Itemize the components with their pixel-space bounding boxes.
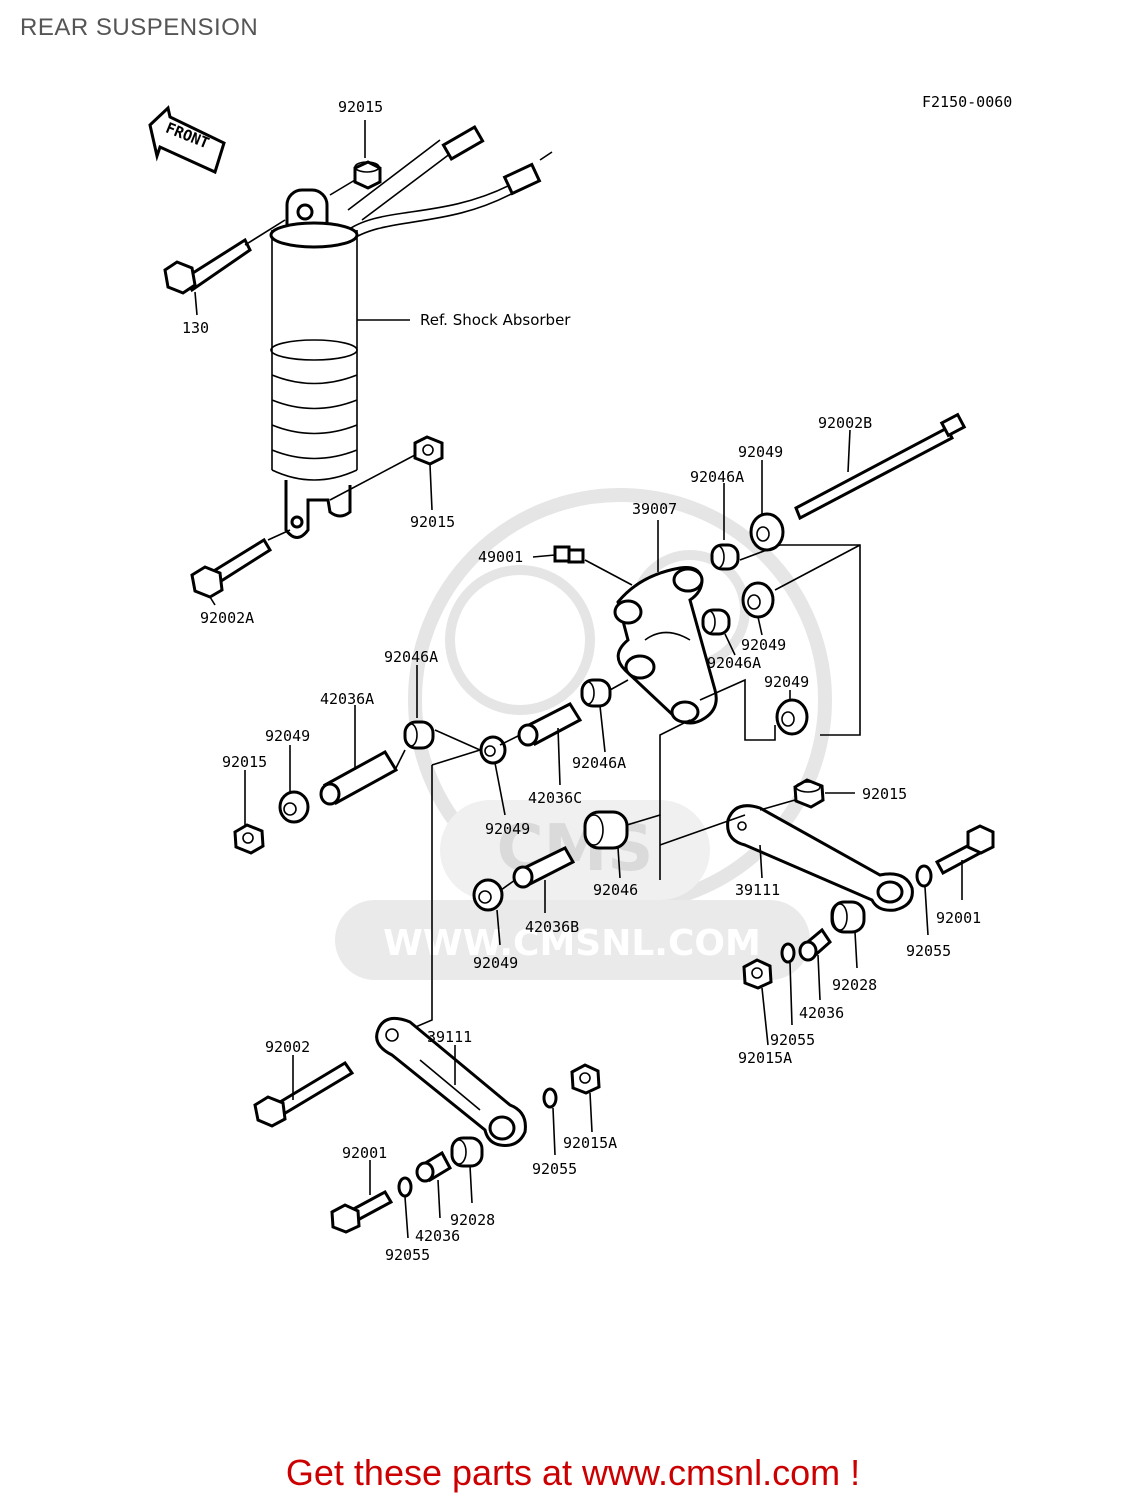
bolt-130 [163,219,286,295]
rear-suspension-diagram: CMS WWW.CMSNL.COM F2150-0060 FRONT Ref. … [148,93,1012,1264]
seal-92049-center [479,735,507,765]
label-92046A-left: 92046A [384,648,438,666]
bolt-92001-right [934,824,995,876]
label-92046A-mid-right: 92046A [707,654,761,672]
label-42036-right: 42036 [799,1004,844,1022]
label-92028-right: 92028 [832,976,877,994]
label-92001-right: 92001 [936,909,981,927]
nut-92015-shock-lower [413,435,444,466]
bearing-92046A-left [403,720,435,750]
figure-code: F2150-0060 [922,93,1012,111]
page-title: REAR SUSPENSION [20,14,259,41]
grease-nipple-49001 [553,545,585,564]
o-ring-92055-lower2 [397,1176,413,1198]
watermark: CMS WWW.CMSNL.COM [335,488,832,980]
label-92015-left: 92015 [222,753,267,771]
label-39007: 39007 [632,500,677,518]
label-39111-right: 39111 [735,881,780,899]
label-92049-lower: 92049 [473,954,518,972]
label-92028-lower: 92028 [450,1211,495,1229]
label-92015-top: 92015 [338,98,383,116]
label-39111-lower: 39111 [427,1028,472,1046]
nut-92015-right [793,778,825,809]
seal-92049-left [278,790,310,824]
sleeve-42036C [517,702,583,747]
label-92055-right2: 92055 [770,1031,815,1049]
seal-92049-top [749,512,785,552]
nut-92015-top [353,160,382,190]
reference-shock-absorber: Ref. Shock Absorber [420,311,571,329]
label-92046A-top: 92046A [690,468,744,486]
sleeve-42036A [319,749,399,806]
label-130: 130 [182,319,209,337]
o-ring-92055-lower [542,1087,558,1109]
label-92055-lower: 92055 [532,1160,577,1178]
nut-92015A-right [742,958,773,990]
bolt-92002A [190,529,291,599]
seal-92049-mid-right [741,581,775,619]
label-92002A: 92002A [200,609,254,627]
label-92049-center: 92049 [485,820,530,838]
bolt-92001-lower [330,1189,394,1234]
label-92055-lower2: 92055 [385,1246,430,1264]
tie-rod-39111-lower [375,1016,527,1147]
label-92002B: 92002B [818,414,872,432]
o-ring-92055-right2 [780,942,796,964]
bearing-92046A-center [580,678,612,708]
label-92015A-right: 92015A [738,1049,792,1067]
sleeve-42036B [512,846,576,889]
tie-rod-39111-right [726,804,914,912]
watermark-url: WWW.CMSNL.COM [383,923,761,964]
label-92015-shock-lower: 92015 [410,513,455,531]
label-49001: 49001 [478,548,523,566]
nut-92015-left [233,823,265,855]
label-92001-lower: 92001 [342,1144,387,1162]
o-ring-92055-right [915,864,933,888]
bushing-92028-right [830,900,866,934]
label-92055-right: 92055 [906,942,951,960]
label-92015-right: 92015 [862,785,907,803]
footer-cta-link[interactable]: Get these parts at www.cmsnl.com ! [285,1452,861,1493]
bearing-92046A-top [710,543,740,571]
label-42036B: 42036B [525,918,579,936]
seal-92049-right2 [775,698,809,736]
label-92049-top: 92049 [738,443,783,461]
bolt-92002 [253,1060,355,1128]
label-92015A-lower: 92015A [563,1134,617,1152]
front-arrow-icon: FRONT [148,105,226,175]
label-92046A-center: 92046A [572,754,626,772]
label-42036A: 42036A [320,690,374,708]
collar-42036-right [798,927,832,962]
watermark-logo-badge [440,800,710,900]
bearing-92046 [583,810,629,850]
label-42036C: 42036C [528,789,582,807]
shock-absorber [269,125,553,539]
label-92002: 92002 [265,1038,310,1056]
label-92049-right2: 92049 [764,673,809,691]
nut-92015A-lower [570,1063,601,1095]
label-42036-lower: 42036 [415,1227,460,1245]
label-92046: 92046 [593,881,638,899]
seal-92049-lower [472,878,504,912]
collar-42036-lower [415,1150,452,1183]
bushing-92028-lower [450,1136,484,1168]
label-92049-left: 92049 [265,727,310,745]
bolt-92002B [794,412,967,521]
bearing-92046A-mid-right [701,608,731,636]
label-92049-mid-right: 92049 [741,636,786,654]
